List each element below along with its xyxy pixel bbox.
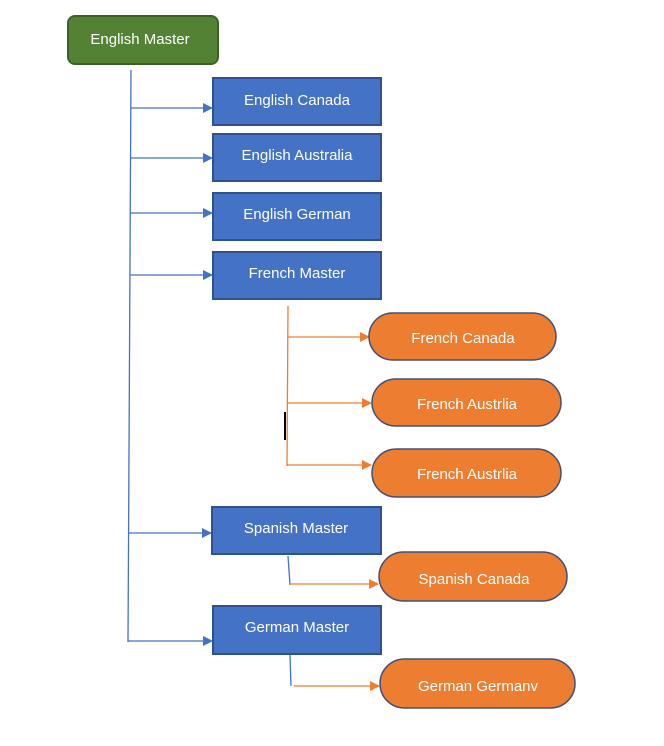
node-spanish-canada: Spanish Canada [378,551,568,602]
node-french-canada: French Canada [368,312,557,361]
spanish-trunk-line [287,555,291,586]
node-label: German Germanv [418,678,539,695]
node-french-austrlia-2: French Austrlia [371,448,562,498]
french-trunk-line [286,305,289,467]
node-german-master: German Master [212,605,382,655]
node-english-master: English Master [67,15,219,65]
node-label: Spanish Master [244,520,348,537]
node-english-canada: English Canada [212,77,382,126]
root-trunk-line [127,69,132,643]
spanish-connectors [287,555,379,589]
node-english-australia: English Australia [212,133,382,182]
node-label: French Austrlia [417,396,518,413]
node-label: English German [243,206,351,223]
node-label: German Master [245,619,349,636]
node-label: English Australia [242,147,354,164]
node-english-german: English German [212,192,382,241]
node-french-master: French Master [212,251,382,300]
node-label: French Canada [411,330,515,347]
node-label: French Master [249,265,346,282]
node-german-germanv: German Germanv [379,658,576,709]
node-label: English Master [90,31,189,48]
node-label: Spanish Canada [419,571,531,588]
german-connectors [289,654,380,691]
node-french-austrlia-1: French Austrlia [371,378,562,427]
german-trunk-line [289,654,292,687]
node-spanish-master: Spanish Master [211,506,382,555]
node-label: English Canada [244,92,351,109]
french-connectors [286,305,372,470]
root-connectors [127,69,213,646]
node-label: French Austrlia [417,466,518,483]
